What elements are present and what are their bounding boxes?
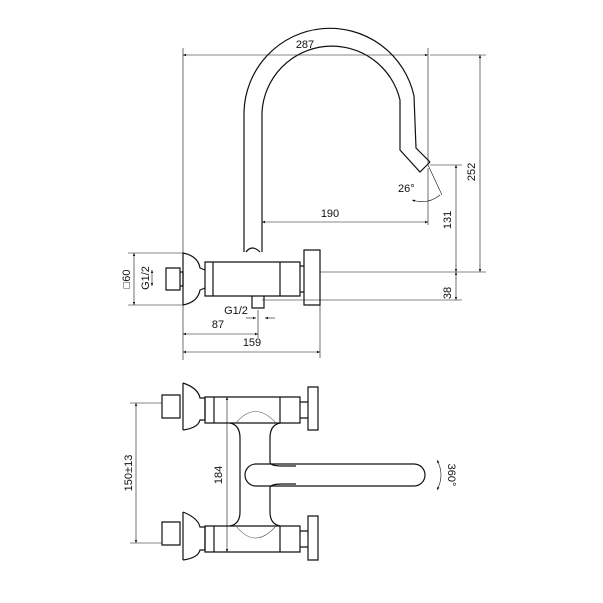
top-inlet-assembly <box>161 382 206 431</box>
dim-inlet-thread: G1/2 <box>140 266 152 290</box>
spout-top <box>244 463 426 487</box>
top-knob <box>300 386 319 431</box>
inlet <box>165 267 184 291</box>
dim-outlet-offset: 87 <box>212 319 224 331</box>
side-view: 287 252 131 38 190 26° □60 G1/2 G1/2 87 <box>121 27 486 360</box>
outlet <box>245 247 265 309</box>
dim-reach: 190 <box>321 208 339 220</box>
dim-spout-height: 131 <box>442 211 454 229</box>
dim-body-width: 184 <box>213 466 225 484</box>
dim-width-total: 287 <box>296 39 314 51</box>
dim-rotation: 360° <box>445 464 457 487</box>
dim-height-total: 252 <box>466 163 478 181</box>
spout <box>243 27 431 252</box>
dim-flange: □60 <box>121 270 133 289</box>
dim-body-height: 38 <box>442 287 454 299</box>
dim-inlet-spacing: 150±13 <box>123 455 135 492</box>
bottom-inlet-assembly <box>161 511 206 561</box>
dim-spout-angle: 26° <box>398 183 415 195</box>
top-body <box>204 396 301 424</box>
crossbar <box>229 422 296 527</box>
dim-depth: 159 <box>243 337 261 349</box>
bottom-knob <box>300 515 319 561</box>
top-view: 150±13 184 360° <box>123 382 457 561</box>
bottom-body <box>204 525 301 553</box>
dim-outlet-thread: G1/2 <box>224 305 248 317</box>
